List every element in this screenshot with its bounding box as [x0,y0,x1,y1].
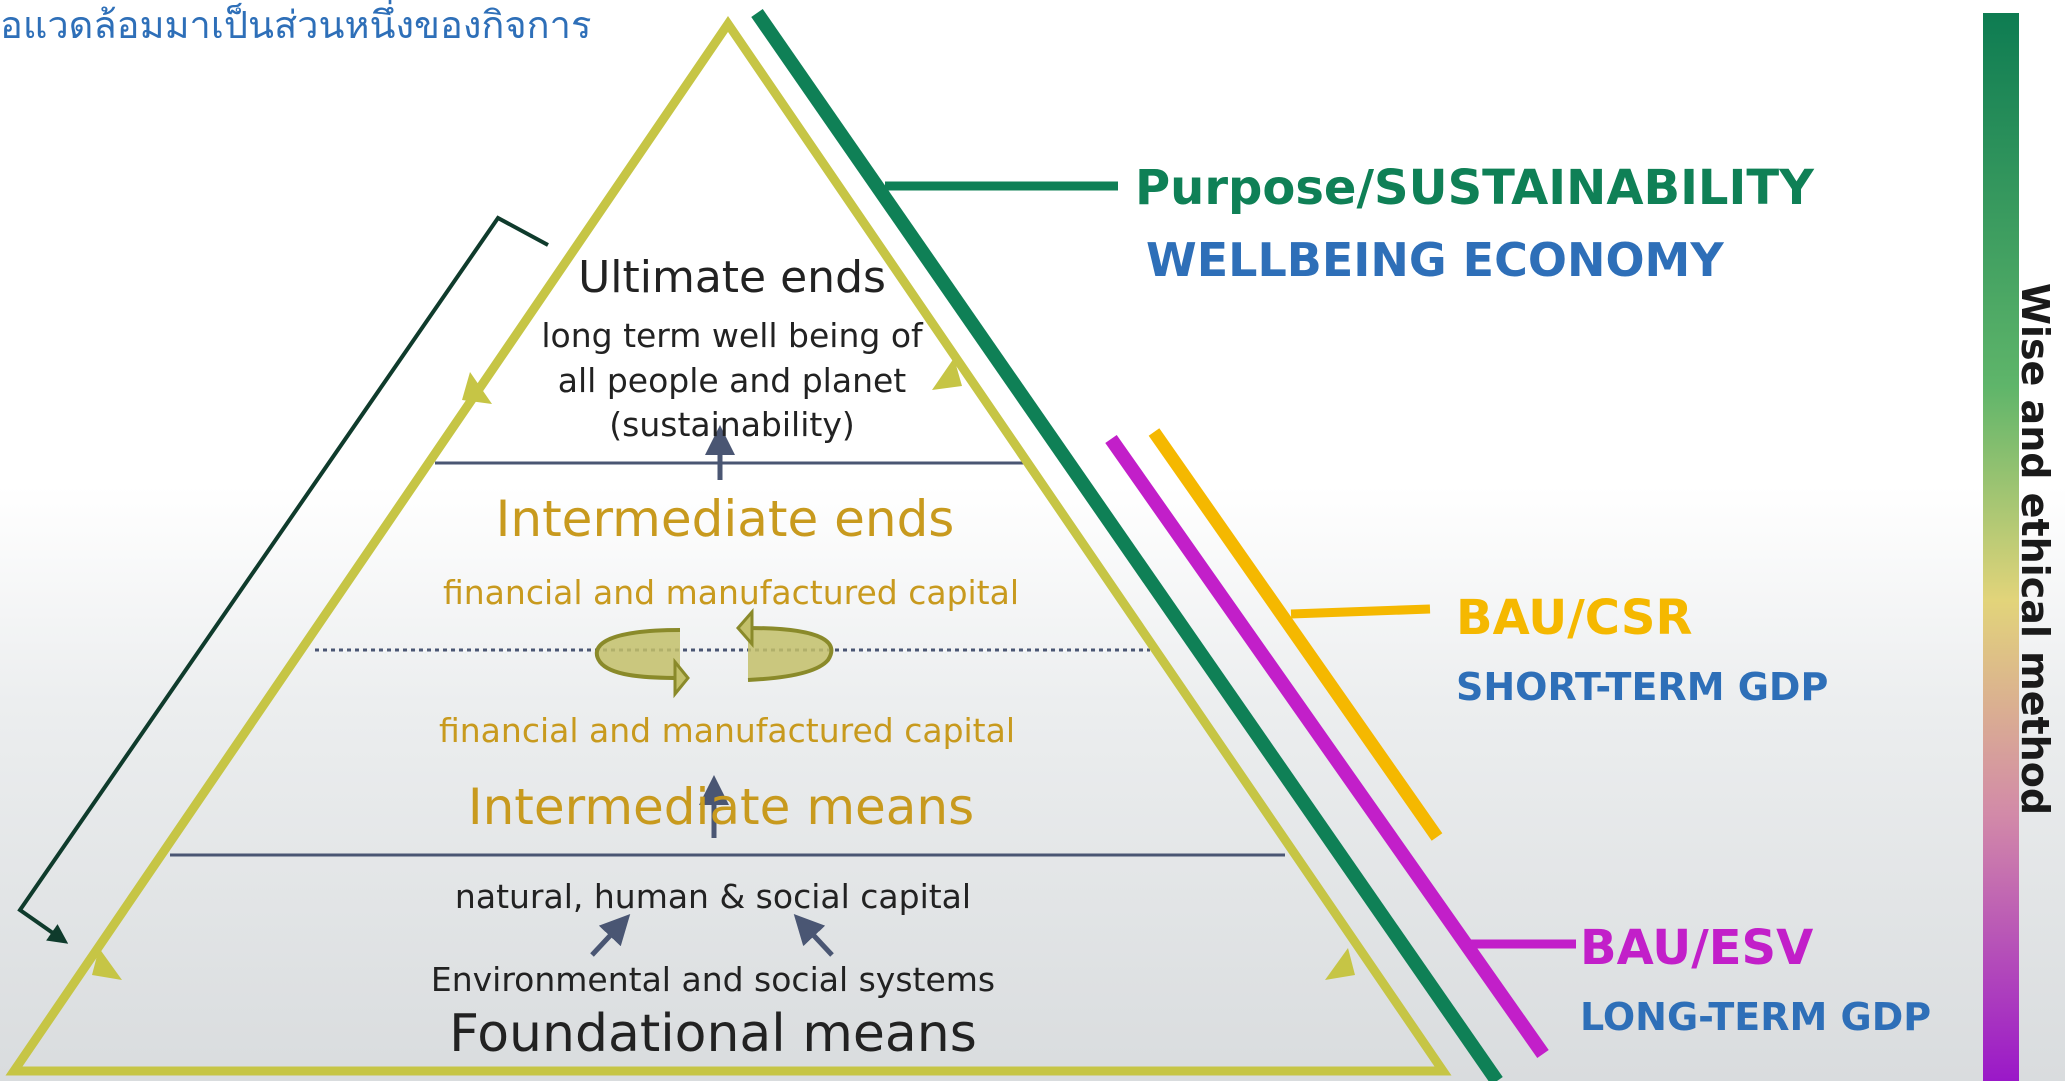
ultimate-ends-line-3: (sustainability) [609,405,855,444]
label-long-term-gdp: LONG-TERM GDP [1580,995,1932,1039]
diag-arrow-right [793,914,834,957]
intermediate-ends-capital-lower: financial and manufactured capital [438,711,1016,750]
ultimate-ends-title: Ultimate ends [578,252,886,303]
foundational-means-title: Foundational means [449,1004,977,1064]
diag-arrow-left [590,914,631,957]
intermediate-means-title: Intermediate means [467,778,975,836]
ultimate-ends-line-2: all people and planet [557,361,907,400]
label-bau-esv: BAU/ESV [1580,920,1814,976]
feedback-bracket-arrow [17,215,549,944]
intermediate-ends-title: Intermediate ends [495,490,955,548]
triangle-arrow-left-lower [92,948,122,980]
side-bar-label-wrapper: Wise and ethical method [2013,283,2057,843]
bau-csr-orange-connector [1290,604,1431,619]
label-bau-csr: BAU/CSR [1456,590,1693,646]
ultimate-ends-line-1: long term well being of [541,316,923,355]
label-wellbeing-economy: WELLBEING ECONOMY [1146,233,1724,287]
triangle-arrow-right-lower [1325,948,1355,980]
bau-csr-orange-line [1148,428,1443,841]
intermediate-ends-capital-upper: financial and manufactured capital [442,573,1020,612]
label-short-term-gdp: SHORT-TERM GDP [1456,665,1829,709]
pyramid-triangle [5,16,1452,1076]
method-gradient-bar [1983,13,2019,1081]
bau-esv-magenta-line [1105,434,1549,1059]
cycle-arrows-icon [594,608,834,699]
intermediate-means-capital: natural, human & social capital [454,877,972,916]
purpose-green-line [751,9,1503,1081]
foundational-systems: Environmental and social systems [430,960,996,999]
side-bar-label: Wise and ethical method [2013,283,2057,816]
triangle-arrow-right-upper [932,358,962,390]
header-thai-text: อแวดล้อมมาเป็นส่วนหนึ่งของกิจการ [0,3,592,47]
label-purpose-sustainability: Purpose/SUSTAINABILITY [1135,160,1814,216]
triangle-arrow-left-upper [462,372,492,404]
